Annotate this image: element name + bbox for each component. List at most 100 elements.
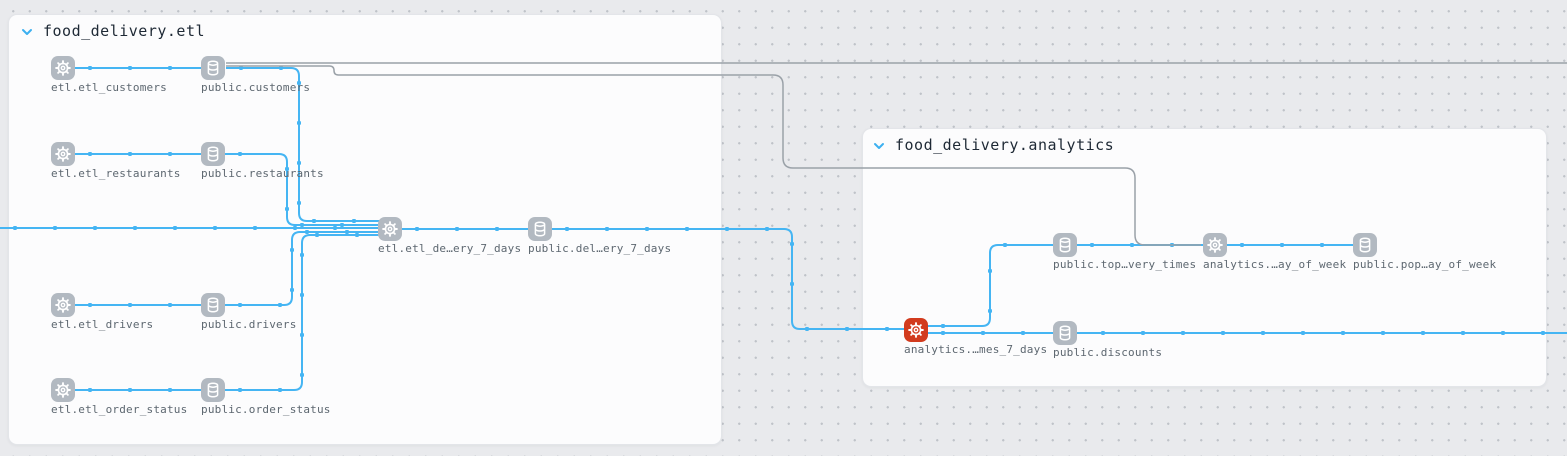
node-label: etl.etl_restaurants [51,167,181,180]
group-header: food_delivery.analytics [872,135,1114,155]
edge-dot [168,152,172,156]
edge-dot [293,226,297,230]
node-label: public.drivers [201,318,297,331]
edge-dot [1021,331,1025,335]
table-icon [1059,237,1071,253]
edge-dot [1501,331,1505,335]
node-label: etl.etl_drivers [51,318,154,331]
edge-dot [133,226,137,230]
edge-dot [173,226,177,230]
node-public-restaurants[interactable] [201,142,225,166]
edge-dot [988,269,992,273]
table-icon [1359,237,1371,253]
table-icon [207,382,219,398]
node-public-drivers[interactable] [201,293,225,317]
edge-dot [1181,331,1185,335]
edge-dot [725,227,729,231]
edge-dot [1141,331,1145,335]
edge-dot [290,248,294,252]
table-icon [207,60,219,76]
edge-dot [941,331,945,335]
edge-dot [300,293,304,297]
edge-dot [1301,331,1305,335]
edge-dot [128,388,132,392]
node-public-top-delivery-times[interactable] [1053,233,1077,257]
edge-dot [845,327,849,331]
chevron-down-icon[interactable] [872,138,886,152]
edge-dot [300,373,304,377]
edge-dot [285,207,289,211]
node-public-order-status[interactable] [201,378,225,402]
gear-icon [55,382,71,398]
edge [226,65,1201,246]
edge-dot [168,66,172,70]
edge-dot [1130,243,1134,247]
edge-dot [352,219,356,223]
chevron-down-icon[interactable] [20,24,34,38]
node-label: analytics.…ay_of_week [1203,258,1347,271]
node-etl-etl-order-status[interactable] [51,378,75,402]
edge-dot [495,227,499,231]
table-icon [207,297,219,313]
edge-dot [279,66,283,70]
node-public-popular-day-of-week[interactable] [1353,233,1377,257]
edge-dot [790,282,794,286]
node-public-customers[interactable] [201,56,225,80]
edge-dot [333,226,337,230]
node-label: public.pop…ay_of_week [1353,258,1497,271]
edge-dot [239,66,243,70]
edge-dot [168,388,172,392]
edge-dot [340,223,344,227]
edge-dot [300,253,304,257]
node-analytics-times-7-days[interactable] [904,318,928,342]
edge-dot [300,333,304,337]
edge-dot [88,66,92,70]
node-label: public.del…ery_7_days [528,242,672,255]
gear-icon [55,146,71,162]
group-title: food_delivery.analytics [895,136,1115,154]
node-etl-etl-customers[interactable] [51,56,75,80]
group-header: food_delivery.etl [20,21,205,41]
table-icon [207,146,219,162]
node-etl-etl-drivers[interactable] [51,293,75,317]
node-label: etl.etl_de…ery_7_days [378,242,522,255]
edge-dot [285,167,289,171]
gear-icon [908,322,924,338]
node-public-discounts[interactable] [1053,321,1077,345]
edge-dot [300,223,304,227]
edge-dot [455,227,459,231]
edge-dot [805,327,809,331]
node-public-delivery-7-days[interactable] [528,217,552,241]
edge-dot [278,303,282,307]
edge-dot [312,219,316,223]
edge-dot [1381,331,1385,335]
edge-dot [981,331,985,335]
edge-dot [941,324,945,328]
edge-dot [355,233,359,237]
edge [225,231,380,306]
edge-dot [565,227,569,231]
edge-dot [1320,243,1324,247]
gear-icon [55,60,71,76]
node-etl-etl-restaurants[interactable] [51,142,75,166]
edge-dot [238,303,242,307]
edge-dot [53,226,57,230]
edge-dot [213,226,217,230]
node-etl-etl-delivery-7-days[interactable] [378,217,402,241]
edge [225,153,380,226]
edge-dot [238,152,242,156]
node-analytics-day-of-week[interactable] [1203,233,1227,257]
edge-dot [645,227,649,231]
edge-dot [1461,331,1465,335]
edge-dot [290,288,294,292]
edge-dot [988,309,992,313]
node-label: etl.etl_order_status [51,403,188,416]
edge-dot [168,303,172,307]
edge-dot [1101,331,1105,335]
node-label: public.order_status [201,403,331,416]
edge [226,67,380,222]
group-title: food_delivery.etl [43,22,206,40]
edge-dot [297,81,301,85]
